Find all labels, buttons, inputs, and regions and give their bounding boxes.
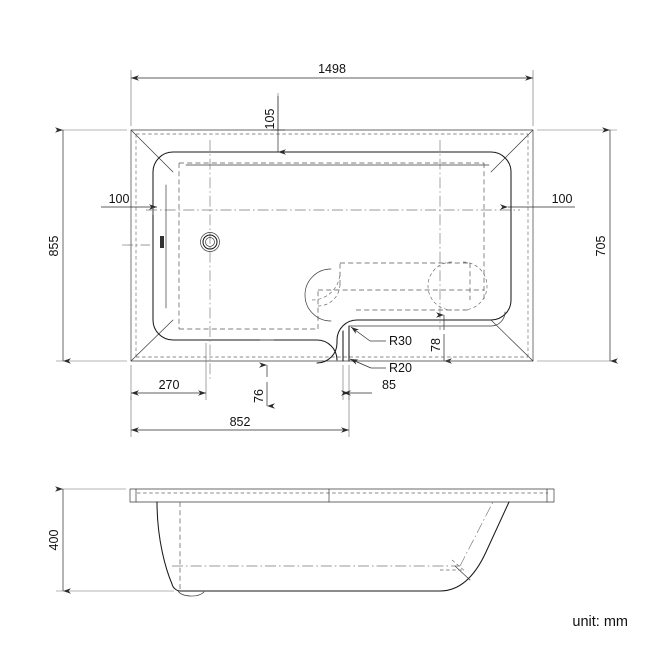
dim-radius-r20: R20: [349, 358, 412, 375]
dim-label-270: 270: [159, 378, 180, 392]
dim-radius-r30: R30: [350, 326, 412, 348]
dim-label-705: 705: [594, 236, 608, 257]
plan-step-radius-arcs: [304, 261, 488, 322]
dim-label-85: 85: [382, 378, 396, 392]
dim-label-105: 105: [263, 109, 277, 130]
plan-rim-inner-edge: [135, 133, 529, 358]
dim-step-span: 852: [130, 396, 350, 437]
elevation-drain-boss: [177, 590, 205, 597]
plan-bowl-outline: [152, 151, 512, 364]
dim-step-offset-left: 270: [130, 343, 207, 400]
dim-overall-width: 855: [47, 127, 127, 364]
dim-label-76: 76: [252, 389, 266, 403]
dim-label-right-100: 100: [552, 192, 573, 206]
plan-hidden-construction: [178, 162, 485, 330]
dim-label-left-100: 100: [109, 192, 130, 206]
dim-label-78: 78: [429, 338, 443, 352]
dim-height-400: 400: [47, 486, 174, 594]
plan-view: 1498 105 855 100: [47, 62, 618, 437]
elevation-body: [156, 501, 510, 592]
drain-hole-icon: [200, 232, 220, 252]
overflow-slot: [160, 236, 164, 248]
dim-overall-length: 1498: [130, 62, 534, 126]
dim-label-400: 400: [47, 530, 61, 551]
dim-label-855: 855: [47, 236, 61, 257]
dim-rim-right: 100: [500, 192, 575, 210]
unit-note: unit: mm: [572, 614, 628, 630]
dim-label-r20: R20: [389, 361, 412, 375]
plan-step-outline: [342, 311, 506, 362]
dim-rim-top: 105: [263, 93, 286, 155]
front-elevation-view: 400: [47, 486, 555, 597]
dim-label-r30: R30: [389, 334, 412, 348]
elevation-hidden-lines: [172, 501, 494, 590]
dim-step-offset-right: 85: [341, 365, 396, 400]
dim-label-1498: 1498: [318, 62, 346, 76]
elevation-rim: [129, 488, 555, 503]
plan-bowl-floor-outline: [165, 164, 490, 309]
dim-step-edge: 78: [429, 312, 452, 364]
dim-label-852: 852: [230, 415, 251, 429]
dim-inner-width: 705: [537, 127, 618, 364]
plan-center-lines: [122, 140, 520, 380]
plan-corner-fold-lines: [130, 129, 534, 362]
dim-step-depth: 76: [252, 339, 275, 409]
dim-rim-left: 100: [101, 192, 157, 215]
